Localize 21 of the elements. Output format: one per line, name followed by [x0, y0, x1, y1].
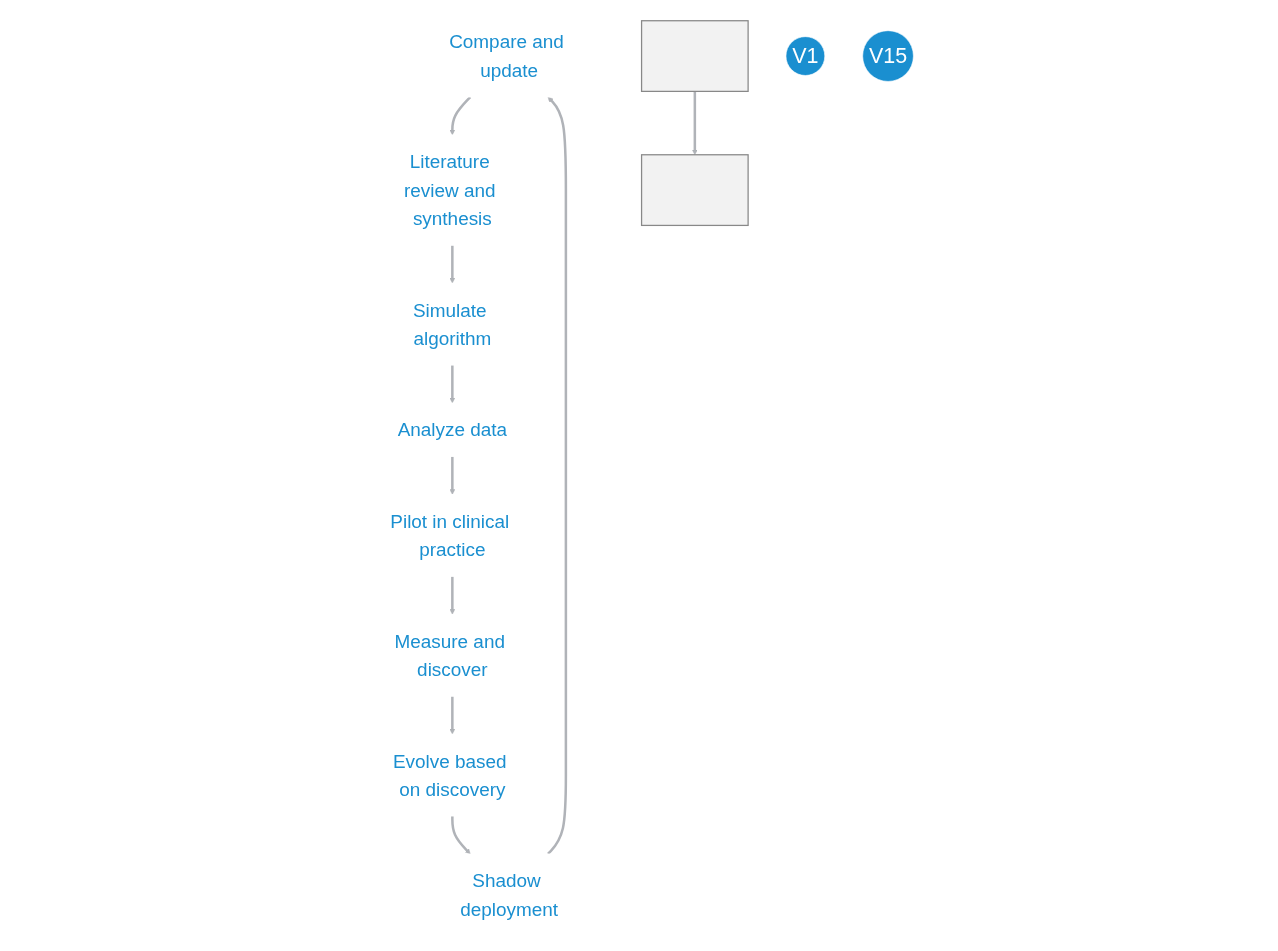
node-text: Analyze data: [397, 419, 508, 441]
arrow: [449, 576, 456, 615]
node-text: Shadow deployment: [460, 870, 559, 920]
node-box: [641, 154, 749, 227]
arrow: [692, 91, 698, 155]
node-text: Evolve based on discovery: [393, 750, 507, 800]
node-box: [641, 20, 749, 92]
arrow: [449, 365, 456, 404]
arrow: [547, 96, 568, 855]
arrow: [451, 816, 471, 855]
node-text: Pilot in clinical practice: [390, 510, 510, 561]
node-text: Simulate algorithm: [413, 299, 492, 349]
node-text: Literature review and synthesis: [404, 151, 496, 229]
arrow: [449, 245, 456, 284]
node-text: Compare and update: [449, 31, 565, 81]
arrow: [449, 96, 472, 136]
node-circle: V1: [785, 36, 826, 76]
node-circle: V15: [862, 30, 914, 82]
arrow: [449, 696, 456, 735]
node-text: Measure and discover: [394, 630, 506, 680]
arrow: [449, 456, 456, 495]
